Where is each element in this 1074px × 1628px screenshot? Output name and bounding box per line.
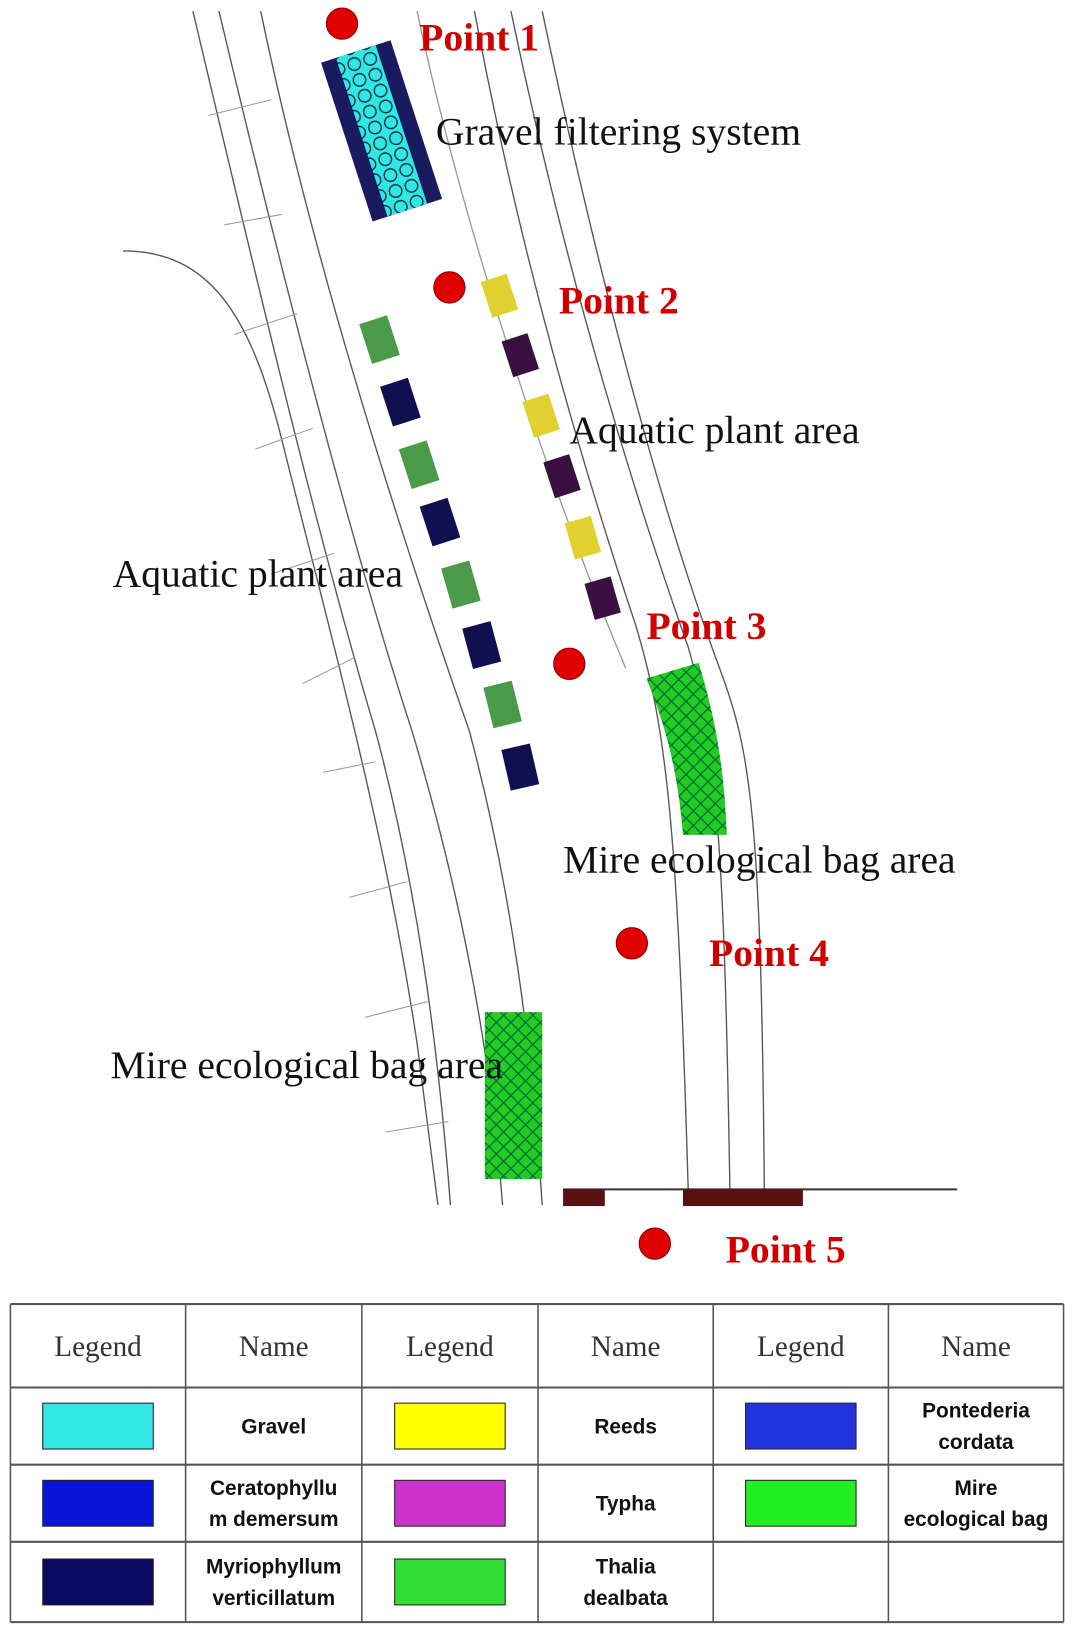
legend-item-name: Pontederia [922,1400,1030,1423]
legend-swatch [394,1479,506,1527]
legend-swatch [745,1479,857,1527]
legend-item-name: Reeds [594,1415,657,1438]
left-plant-blocks [359,315,540,791]
point-2-label: Point 2 [559,278,679,322]
legend-header: Name [591,1331,661,1363]
point-1-marker [325,7,359,40]
gravel-filter-block [321,40,443,222]
scale-bar [563,1188,958,1207]
point-3-label: Point 3 [646,604,766,648]
legend-item-name: verticillatum [212,1587,335,1610]
point-2-marker [433,271,466,304]
mire-block-left [484,1012,543,1179]
legend-swatch [394,1402,506,1450]
sampling-points [325,7,671,1260]
point-1-label: Point 1 [419,16,539,60]
legend-header: Name [941,1331,1011,1363]
legend-swatch [745,1402,857,1450]
mire-area-right-label: Mire ecological bag area [563,837,956,881]
legend-swatch [394,1558,506,1606]
point-5-marker [638,1227,671,1260]
point-4-marker [615,927,649,960]
legend-item-name: cordata [938,1431,1014,1454]
legend-item-name: Mire [955,1477,998,1500]
legend-item-name: Ceratophyllu [210,1477,337,1500]
point-3-marker [553,647,586,681]
legend-header: Name [239,1331,309,1363]
legend-item-name: Thalia [596,1556,657,1579]
legend-item-name: Gravel [241,1415,306,1438]
legend-swatch [42,1558,154,1606]
mire-block-right [646,662,727,835]
legend-swatch [42,1402,154,1450]
aquatic-area-right-label: Aquatic plant area [569,408,860,452]
legend-header: Legend [406,1331,494,1363]
channel-lines [123,10,765,1206]
legend-swatch [42,1479,154,1527]
legend-item-name: m demersum [209,1508,339,1531]
aquatic-area-left-label: Aquatic plant area [113,552,404,596]
legend-item-name: Myriophyllum [206,1556,342,1579]
legend-header: Legend [54,1331,142,1363]
legend-item-name: ecological bag [904,1508,1049,1531]
mire-area-left-label: Mire ecological bag area [111,1043,504,1087]
point-5-label: Point 5 [726,1227,846,1271]
point-4-label: Point 4 [709,931,829,975]
gravel-filter-label: Gravel filtering system [436,110,801,154]
right-plant-blocks [480,273,621,620]
cross-ticks [208,99,449,1133]
legend-item-name: Typha [596,1493,656,1516]
legend-header: Legend [757,1331,845,1363]
legend-item-name: dealbata [583,1587,668,1610]
